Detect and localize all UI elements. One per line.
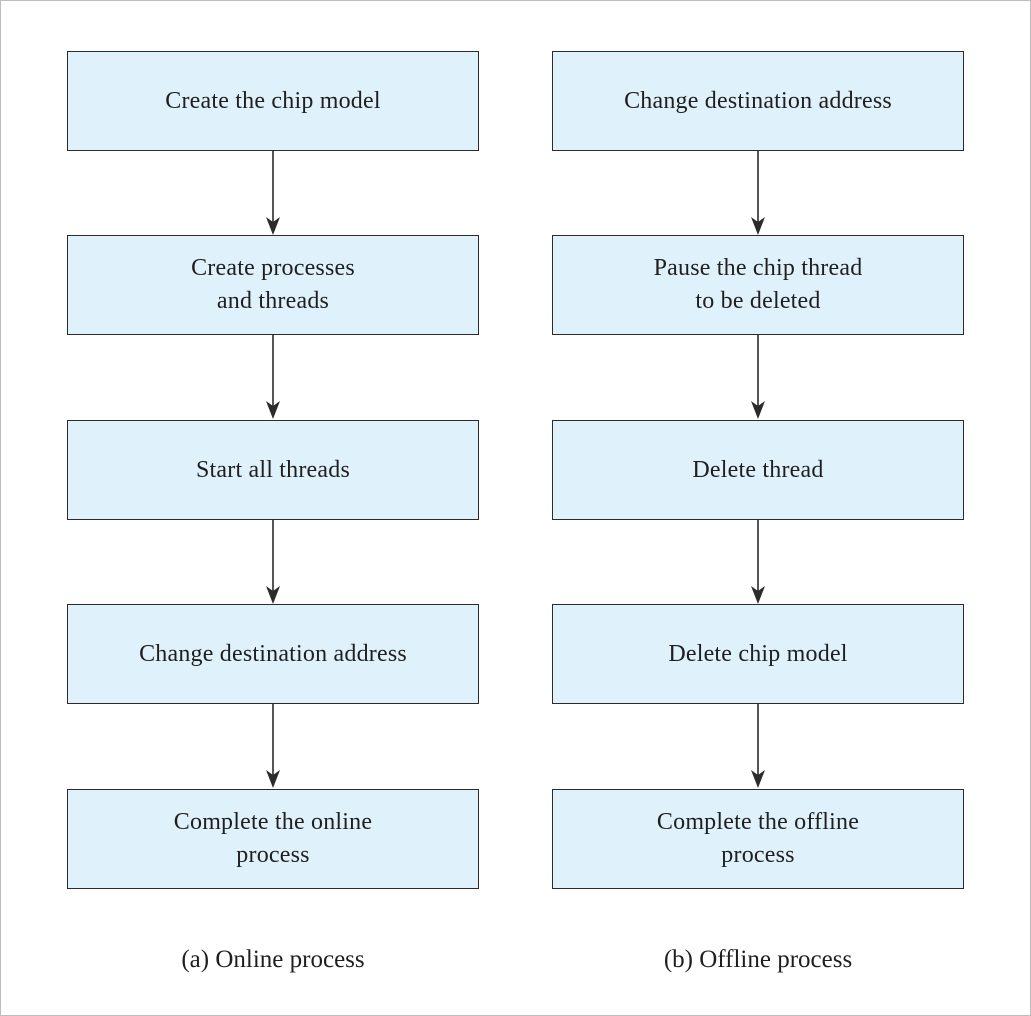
offline-step-4-label: Delete chip model	[668, 640, 848, 667]
offline-step-2: Pause the chip thread to be deleted	[552, 235, 964, 335]
arrow-down-icon	[266, 520, 280, 604]
offline-caption: (b) Offline process	[663, 946, 853, 973]
offline-step-1-label: Change destination address	[624, 87, 892, 114]
offline-step-5-label: Complete the offline process	[656, 809, 860, 868]
arrow-down-icon	[751, 335, 765, 419]
arrow-down-icon	[751, 704, 765, 788]
offline-step-3: Delete thread	[552, 420, 964, 520]
online-step-3: Start all threads	[67, 420, 479, 520]
offline-step-2-label: Pause the chip thread to be deleted	[653, 255, 863, 314]
offline-step-3-label: Delete thread	[692, 456, 824, 483]
online-step-4-label: Change destination address	[139, 640, 407, 667]
arrow-down-icon	[266, 704, 280, 788]
online-step-5: Complete the online process	[67, 789, 479, 889]
online-step-2: Create processes and threads	[67, 235, 479, 335]
arrow-down-icon	[751, 520, 765, 604]
arrow-down-icon	[751, 151, 765, 235]
online-caption: (a) Online process	[181, 946, 365, 973]
arrow-down-icon	[266, 151, 280, 235]
online-step-1: Create the chip model	[67, 51, 479, 151]
offline-process-flowchart: Change destination address Pause the chi…	[552, 0, 964, 1016]
online-step-3-label: Start all threads	[195, 456, 351, 483]
online-step-5-label: Complete the online process	[173, 809, 373, 868]
arrow-down-icon	[266, 335, 280, 419]
online-process-flowchart: Create the chip model Create processes a…	[67, 0, 479, 1016]
offline-step-1: Change destination address	[552, 51, 964, 151]
online-step-1-label: Create the chip model	[165, 87, 381, 114]
offline-step-4: Delete chip model	[552, 604, 964, 704]
offline-step-5: Complete the offline process	[552, 789, 964, 889]
online-step-2-label: Create processes and threads	[191, 255, 355, 314]
online-step-4: Change destination address	[67, 604, 479, 704]
